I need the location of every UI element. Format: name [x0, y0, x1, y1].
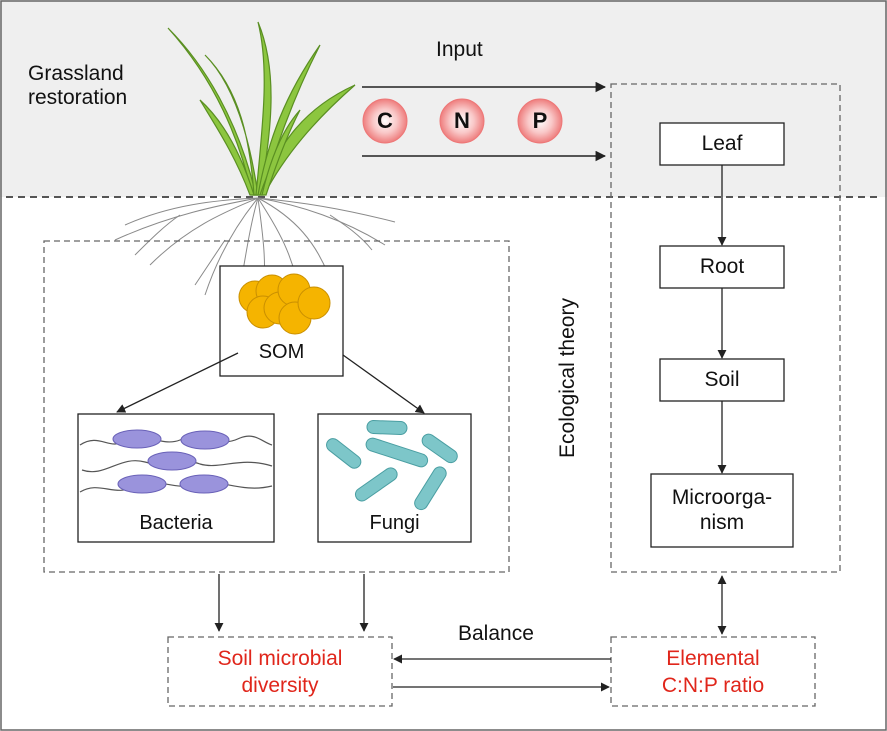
som-label: SOM [258, 341, 305, 363]
soil-community-box [43, 240, 510, 573]
elemental-ratio-box [610, 636, 816, 707]
som-particles-icon [238, 273, 331, 335]
microorganism-label: Microorga- nism [671, 486, 773, 535]
microorganism-box [650, 473, 794, 548]
phosphorus-ball-icon [517, 98, 563, 144]
upper-background [0, 0, 887, 197]
grassland-restoration-label: Grassland restoration [28, 62, 128, 110]
ecological-chain-box [610, 83, 841, 573]
bacteria-box [77, 413, 275, 543]
root-label: Root [699, 255, 745, 278]
soil-box [659, 358, 785, 402]
som-to-bacteria-arrow [116, 352, 239, 413]
carbon-ball-icon [362, 98, 408, 144]
fungi-icon [326, 420, 458, 511]
carbon-label: C [377, 108, 393, 133]
balance-label: Balance [458, 622, 534, 645]
nitrogen-label: N [454, 108, 470, 133]
fungi-label: Fungi [369, 512, 420, 534]
soil-diversity-box [167, 636, 393, 707]
soil-label: Soil [704, 368, 740, 391]
grass-plant-icon [167, 21, 356, 196]
elemental-ratio-label: Elemental C:N:P ratio [661, 647, 765, 698]
bacteria-label: Bacteria [139, 512, 213, 534]
bacteria-icon [79, 429, 273, 494]
leaf-label: Leaf [701, 132, 743, 155]
som-to-fungi-arrow [342, 354, 425, 414]
soil-diversity-label: Soil microbial diversity [217, 647, 343, 698]
nitrogen-ball-icon [439, 98, 485, 144]
phosphorus-label: P [532, 108, 548, 133]
input-label: Input [436, 38, 483, 61]
ecological-theory-label: Ecological theory [556, 298, 579, 458]
